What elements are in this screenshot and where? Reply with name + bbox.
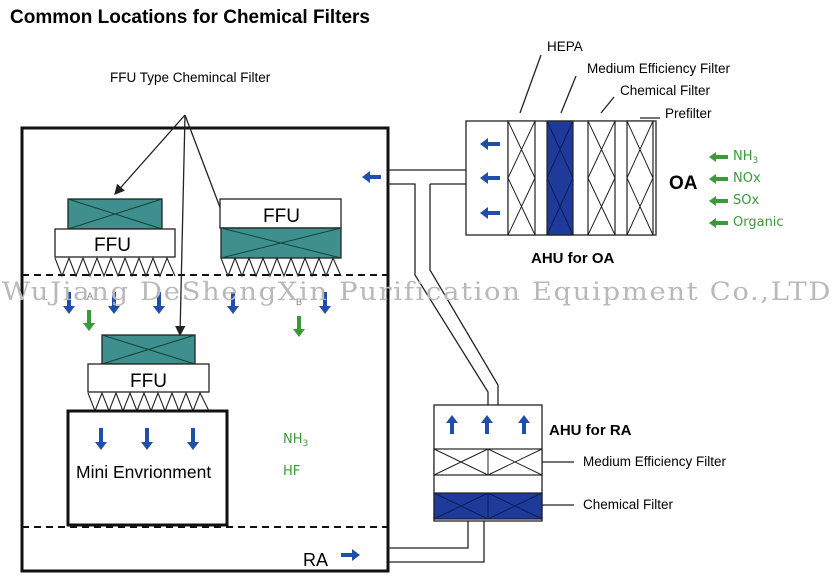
ffu-left-hepa-pleats bbox=[54, 256, 176, 278]
mini-down-arrow-1 bbox=[95, 428, 107, 450]
leader-hepa bbox=[519, 54, 542, 114]
down-arrow-5 bbox=[319, 292, 331, 314]
leader-to-ffu-mini bbox=[175, 114, 186, 337]
ahu-oa-arrow-3 bbox=[480, 207, 500, 219]
ahu-oa-prefilter bbox=[626, 120, 654, 236]
ahu-ra-label: AHU for RA bbox=[549, 422, 632, 439]
oa-gas-sox: SOx bbox=[733, 193, 759, 208]
down-arrow-1 bbox=[63, 292, 75, 314]
diagram-title: Common Locations for Chemical Filters bbox=[10, 7, 370, 28]
return-duct-top bbox=[388, 521, 469, 549]
oa-label: OA bbox=[669, 173, 698, 194]
downflow-arrows-ceiling: A B bbox=[63, 291, 331, 337]
ffu-left-label: FFU bbox=[94, 235, 131, 256]
ahu-oa-arrow-2 bbox=[480, 172, 500, 184]
oa-gas-arrow-nh3 bbox=[709, 152, 728, 162]
ra-duct-inner bbox=[429, 184, 499, 405]
ffu-mini-box bbox=[87, 363, 210, 393]
ahu-oa-hepa-label: HEPA bbox=[547, 39, 583, 54]
ducts bbox=[388, 169, 499, 563]
down-arrow-2 bbox=[108, 292, 120, 314]
oa-gas-nox: NOx bbox=[733, 171, 761, 186]
leader-to-ffu-left bbox=[114, 114, 186, 195]
ahu-ra-medium-label: Medium Efficiency Filter bbox=[583, 454, 727, 469]
ffu-mini-label: FFU bbox=[130, 371, 167, 392]
oa-gas-arrow-nox bbox=[709, 174, 728, 184]
ahu-ra-arrow-1 bbox=[446, 415, 458, 434]
ahu-oa-unit bbox=[465, 120, 657, 236]
oa-gas-nh3: NH3 bbox=[733, 149, 758, 166]
mini-env-downflow-arrows bbox=[95, 428, 199, 450]
ffu-right-label: FFU bbox=[263, 206, 300, 227]
ahu-oa-chemical-label: Chemical Filter bbox=[620, 83, 711, 98]
marker-a: A bbox=[87, 291, 93, 301]
mini-down-arrow-2 bbox=[141, 428, 153, 450]
ra-duct-outer bbox=[388, 183, 489, 405]
ra-arrow bbox=[341, 549, 360, 561]
ffu-mini-unit: FFU bbox=[87, 334, 210, 413]
oa-gas-list: NH3 NOx SOx Organic bbox=[709, 149, 784, 230]
ffu-mini-hepa-pleats bbox=[87, 391, 210, 413]
ahu-ra-arrow-3 bbox=[518, 415, 530, 434]
ahu-oa-arrow-1 bbox=[480, 138, 500, 150]
ffu-left-box bbox=[54, 228, 176, 258]
watermark-text: WuJiang DeShengXin Purification Equipmen… bbox=[2, 277, 832, 306]
ffu-right-hepa-pleats bbox=[220, 256, 342, 278]
marker-b: B bbox=[296, 297, 302, 307]
green-arrow-a bbox=[83, 310, 95, 331]
ahu-oa-prefilter-label: Prefilter bbox=[665, 106, 712, 121]
ahu-ra-chemical-label: Chemical Filter bbox=[583, 497, 674, 512]
leader-medium bbox=[560, 75, 577, 114]
green-arrow-b bbox=[293, 316, 305, 337]
mini-gas-hf: HF bbox=[283, 464, 300, 479]
oa-gas-arrow-organic bbox=[709, 218, 728, 228]
ahu-oa-medium-filter bbox=[587, 120, 616, 236]
return-duct-bottom bbox=[388, 521, 485, 563]
oa-gas-arrow-sox bbox=[709, 196, 728, 206]
ffu-right-unit: FFU bbox=[219, 198, 342, 278]
ffu-left-unit: FFU bbox=[54, 198, 176, 278]
ahu-oa-medium-label: Medium Efficiency Filter bbox=[587, 61, 731, 76]
supply-arrow bbox=[362, 171, 381, 183]
ahu-oa-leader-lines bbox=[519, 54, 660, 119]
ahu-ra-unit bbox=[433, 404, 543, 522]
ahu-ra-arrow-2 bbox=[481, 415, 493, 434]
cleanroom-outline bbox=[20, 126, 390, 573]
ffu-right-box bbox=[219, 198, 342, 229]
down-arrow-4 bbox=[227, 292, 239, 314]
ahu-oa-chemical-filter bbox=[546, 120, 574, 236]
oa-gas-organic: Organic bbox=[733, 215, 784, 230]
ahu-oa-hepa-filter bbox=[507, 120, 536, 236]
down-arrow-3 bbox=[153, 292, 165, 314]
ra-label: RA bbox=[303, 550, 328, 570]
mini-gas-nh3: NH3 bbox=[283, 432, 308, 449]
ahu-ra-chemical-filter bbox=[433, 492, 543, 520]
mini-down-arrow-3 bbox=[187, 428, 199, 450]
ffu-type-label: FFU Type Chemincal Filter bbox=[110, 70, 271, 85]
ahu-oa-label: AHU for OA bbox=[531, 250, 614, 267]
leader-chemical bbox=[600, 96, 615, 114]
ahu-ra-medium-filter bbox=[433, 448, 543, 476]
mini-env-label: Mini Envrionment bbox=[76, 462, 211, 482]
